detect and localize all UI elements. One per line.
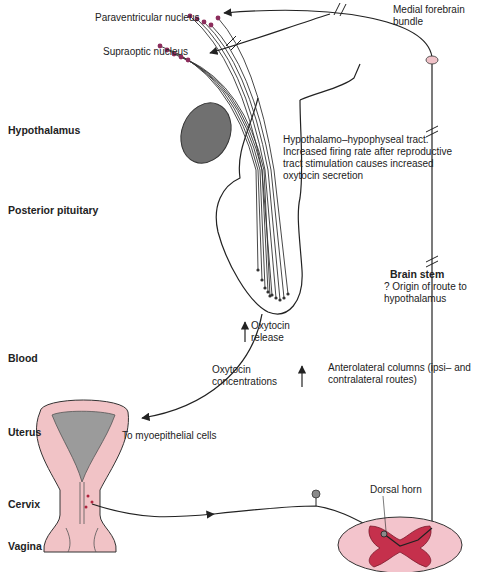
tract-label: Medial forebrain bundle — [393, 4, 475, 28]
terminal — [260, 278, 263, 281]
annotation: Anterolateral columns (ipsi– and contral… — [328, 362, 478, 386]
region-label: Posterior pituitary — [8, 204, 118, 216]
dorsal-horn-neuron — [381, 531, 387, 537]
receptor — [85, 506, 88, 509]
neuron-axon — [167, 50, 262, 280]
afferent-nerve — [92, 504, 214, 517]
break-mark — [226, 36, 236, 46]
region-label: Blood — [8, 352, 88, 364]
cervix-receptors — [85, 495, 94, 509]
optic-chiasm — [172, 95, 240, 170]
terminal — [268, 294, 271, 297]
neuron-axon — [160, 46, 258, 270]
cell-body — [209, 23, 214, 28]
terminal — [274, 296, 277, 299]
increase-arrow — [244, 322, 245, 342]
neuron-axon — [188, 60, 270, 296]
uterus — [37, 400, 129, 552]
annotation: Hypothalamo–hypophyseal tract. Increased… — [283, 134, 468, 182]
neuron-axon — [211, 25, 284, 298]
receptor — [87, 495, 90, 498]
neuron-axon — [181, 57, 268, 292]
ventricle-outline — [300, 64, 360, 100]
neuron-axon — [218, 18, 288, 294]
part-label: Dorsal horn — [370, 484, 440, 496]
region-label: Brain stem — [390, 268, 475, 280]
break-mark — [426, 126, 438, 132]
neuron-axon — [174, 54, 265, 288]
receptor — [91, 501, 94, 504]
region-label: Vagina — [8, 540, 88, 552]
break-mark — [340, 4, 346, 16]
break-mark — [426, 261, 438, 267]
forebrain-projection — [210, 14, 330, 53]
terminal — [256, 268, 259, 271]
annotation: ? Origin of route to hypothalamus — [384, 281, 476, 305]
leader-line — [383, 496, 386, 531]
annotation: Oxytocin concentrations — [212, 364, 298, 388]
break-mark — [334, 3, 340, 15]
region-label: Uterus — [8, 426, 88, 438]
neuron-bundle — [160, 16, 288, 300]
terminal — [286, 292, 289, 295]
dorsal-root-ganglion — [312, 490, 320, 498]
increase-arrow — [301, 366, 302, 387]
annotation: To myoepithelial cells — [122, 430, 237, 442]
cervical-canal — [66, 482, 98, 552]
nerve-terminals — [256, 268, 289, 301]
grey-matter — [369, 526, 431, 567]
terminal — [278, 298, 281, 301]
break-mark — [426, 256, 438, 262]
terminal — [282, 296, 285, 299]
region-label: Hypothalamus — [8, 124, 108, 136]
forebrain-bundle-mark — [426, 56, 438, 64]
cell-body — [186, 58, 191, 63]
spinal-relay — [384, 528, 432, 546]
terminal — [263, 286, 266, 289]
cell-body — [216, 16, 221, 21]
terminal — [266, 290, 269, 293]
uterine-cavity — [52, 411, 115, 482]
cell-body — [202, 20, 207, 25]
annotation: Oxytocin release — [251, 320, 301, 344]
nucleus-label: Supraoptic nucleus — [103, 46, 203, 58]
spinal-cord — [338, 517, 462, 572]
region-label: Cervix — [8, 498, 88, 510]
nucleus-label: Paraventricular nucleus — [95, 12, 210, 24]
